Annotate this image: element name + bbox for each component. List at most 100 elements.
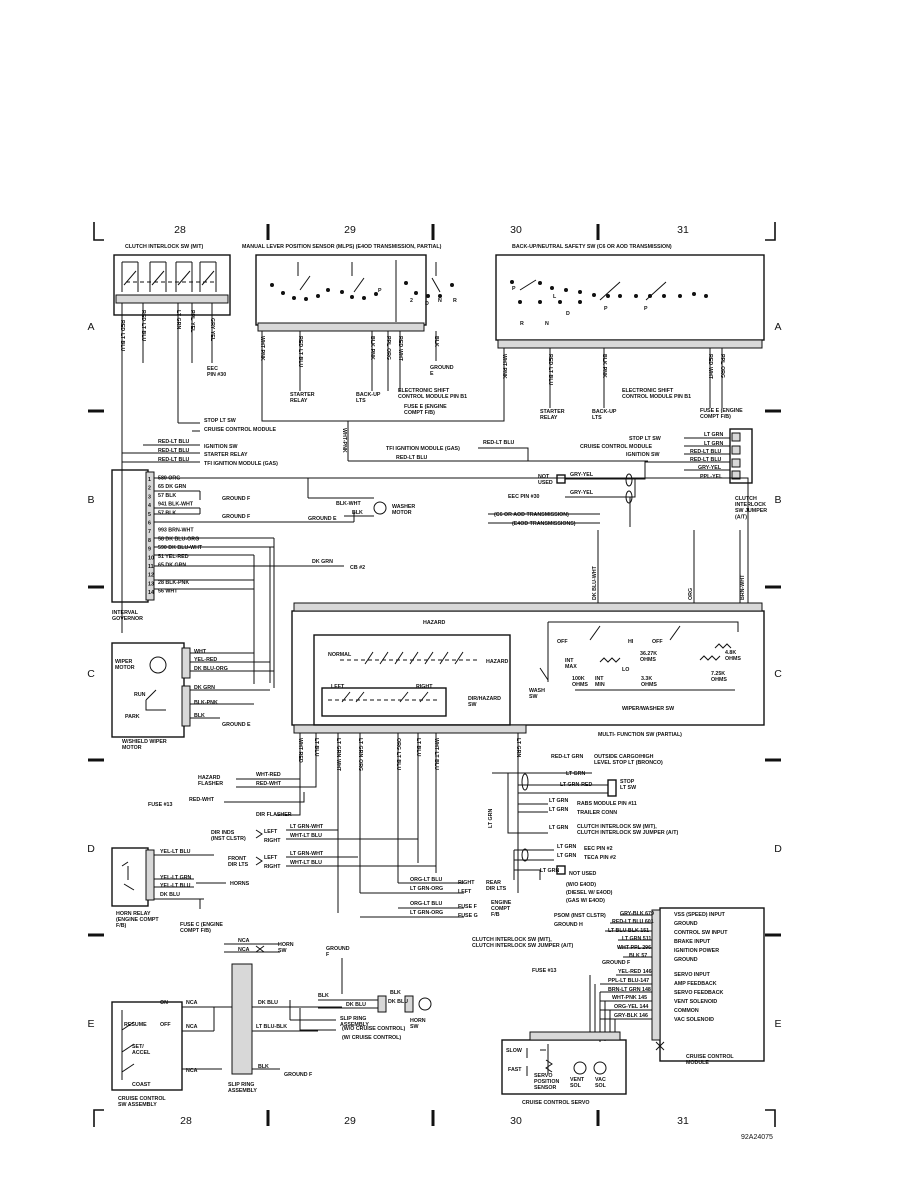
governor-pin-number: 12 — [148, 573, 154, 579]
col-label-29-bottom: 29 — [344, 1115, 356, 1127]
module-label-6: GROUND — [674, 957, 698, 963]
cruise-coast: COAST — [132, 1082, 151, 1088]
backup-letter-r: R — [520, 321, 524, 327]
tfi-module-mid: TFI IGNITION MODULE (GAS) — [386, 446, 460, 452]
contact-dot — [634, 294, 638, 298]
backup-letter-d: D — [566, 311, 570, 317]
dir-wire-1: LT GRN-WHT — [290, 824, 324, 830]
multi-function-switch — [291, 477, 765, 913]
backup-letter-p2: P — [604, 306, 608, 312]
contact-dot — [316, 294, 320, 298]
clutch-wire-5: GRY-YEL — [209, 318, 215, 342]
cruise-resume: RESUME — [124, 1022, 147, 1028]
red-lt-blu-mid2: RED-LT BLU — [396, 455, 428, 461]
module-wire-12: GRY-BLK 146 — [614, 1013, 648, 1019]
contact-dot — [438, 294, 442, 298]
red-wht-d2: RED-WHT — [189, 797, 215, 803]
cruise-nca-3: NCA — [186, 1068, 198, 1074]
dir-wire-4: WHT-LT BLU — [290, 860, 322, 866]
multi-function-sw-label: MULTI- FUNCTION SW (PARTIAL) — [598, 732, 682, 738]
module-label-10: VENT SOLENOID — [674, 999, 717, 1005]
contact-dot — [304, 297, 308, 301]
cruise-ground-f: GROUND F — [284, 1072, 313, 1078]
right-d-wire-1: RED-LT GRN — [551, 754, 583, 760]
backup-neutral-switch — [495, 254, 765, 408]
wiper-wire-2: YEL-RED — [194, 657, 217, 663]
right-d-label-8: TECA PIN #2 — [584, 855, 616, 861]
contact-dot — [270, 283, 274, 287]
tfi-module-a: TFI IGNITION MODULE (GAS) — [204, 461, 278, 467]
right-d-label-9: NOT USED — [569, 871, 597, 877]
module-label-11: COMMON — [674, 1008, 699, 1014]
mlps-switch — [255, 254, 454, 391]
blk-wht-label: BLK-WHT — [336, 501, 361, 507]
clutch-wire-4: PPL-YEL — [189, 310, 195, 333]
clutch-wire-1: RED-LT BLU — [119, 320, 125, 352]
right-stack-wire-4: RED-LT BLU — [690, 457, 722, 463]
cruise-off: OFF — [160, 1022, 171, 1028]
mf-bottom-2: LT BLU — [313, 738, 319, 757]
contact-dot — [606, 294, 610, 298]
module-wire-11: ORG-YEL 144 — [614, 1004, 648, 1010]
left-label: LEFT — [331, 684, 345, 690]
stop-lamp-wiring — [492, 772, 617, 893]
right-stack-wire-6: PPL-YEL — [700, 474, 723, 480]
dir-left-1: LEFT — [264, 829, 278, 835]
right-d-wire-3: LT GRN-RED — [560, 782, 592, 788]
mlps-letter-n: N — [438, 298, 442, 304]
hazard-label-2: HAZARD — [486, 659, 509, 665]
cruise-control-servo — [501, 1031, 627, 1095]
red-wht-d: RED-WHT — [256, 781, 282, 787]
governor-pin-number: 3 — [148, 494, 151, 500]
backup-wire-1: WHT-PNK — [501, 354, 507, 379]
module-label-5: IGNITION POWER — [674, 948, 719, 954]
right-d-label-5: TRAILER CONN — [577, 810, 617, 816]
horn-sw-blk-1: BLK — [318, 993, 329, 999]
contact-dot — [578, 300, 582, 304]
right-d-wire-6: LT GRN — [549, 825, 568, 831]
clutch-wire-2: RED-LT BLU — [140, 310, 146, 342]
blk-label: BLK — [352, 510, 363, 516]
dir-wire-3: LT GRN-WHT — [290, 851, 324, 857]
run-label: RUN — [134, 692, 146, 698]
module-wire-1: GRY-BLK 679 — [620, 911, 654, 917]
flasher-wiring — [224, 773, 317, 816]
wiper-off2: OFF — [652, 639, 663, 645]
row-label-d-right: D — [774, 843, 782, 855]
right-d-wire-5: LT GRN — [549, 807, 568, 813]
governor-pin-wire: 65 DK GRN — [158, 484, 186, 490]
fuse-wire-1: ORG-LT BLU — [410, 901, 442, 907]
red-lt-blu-a1: RED-LT BLU — [158, 439, 190, 445]
mf-bottom-5: ORG-LT BLU — [395, 738, 401, 770]
dir-left-2: LEFT — [264, 855, 278, 861]
governor-pin-number: 4 — [148, 503, 151, 509]
wiper-wire-1: WHT — [194, 649, 207, 655]
right-stack-wire-3: RED-LT BLU — [690, 449, 722, 455]
cruise-nca-2: NCA — [186, 1024, 198, 1030]
cruise-on: ON — [160, 1000, 168, 1006]
module-wire-5: WHT-PPL 296 — [617, 945, 651, 951]
backup-letter-p: P — [512, 286, 516, 292]
contact-dot — [450, 283, 454, 287]
wiper-motor — [111, 642, 274, 738]
gry-yel-1: GRY-YEL — [570, 472, 594, 478]
right-stack-wire-2: LT GRN — [704, 441, 723, 447]
module-wire-10: WHT-PNK 145 — [612, 995, 647, 1001]
